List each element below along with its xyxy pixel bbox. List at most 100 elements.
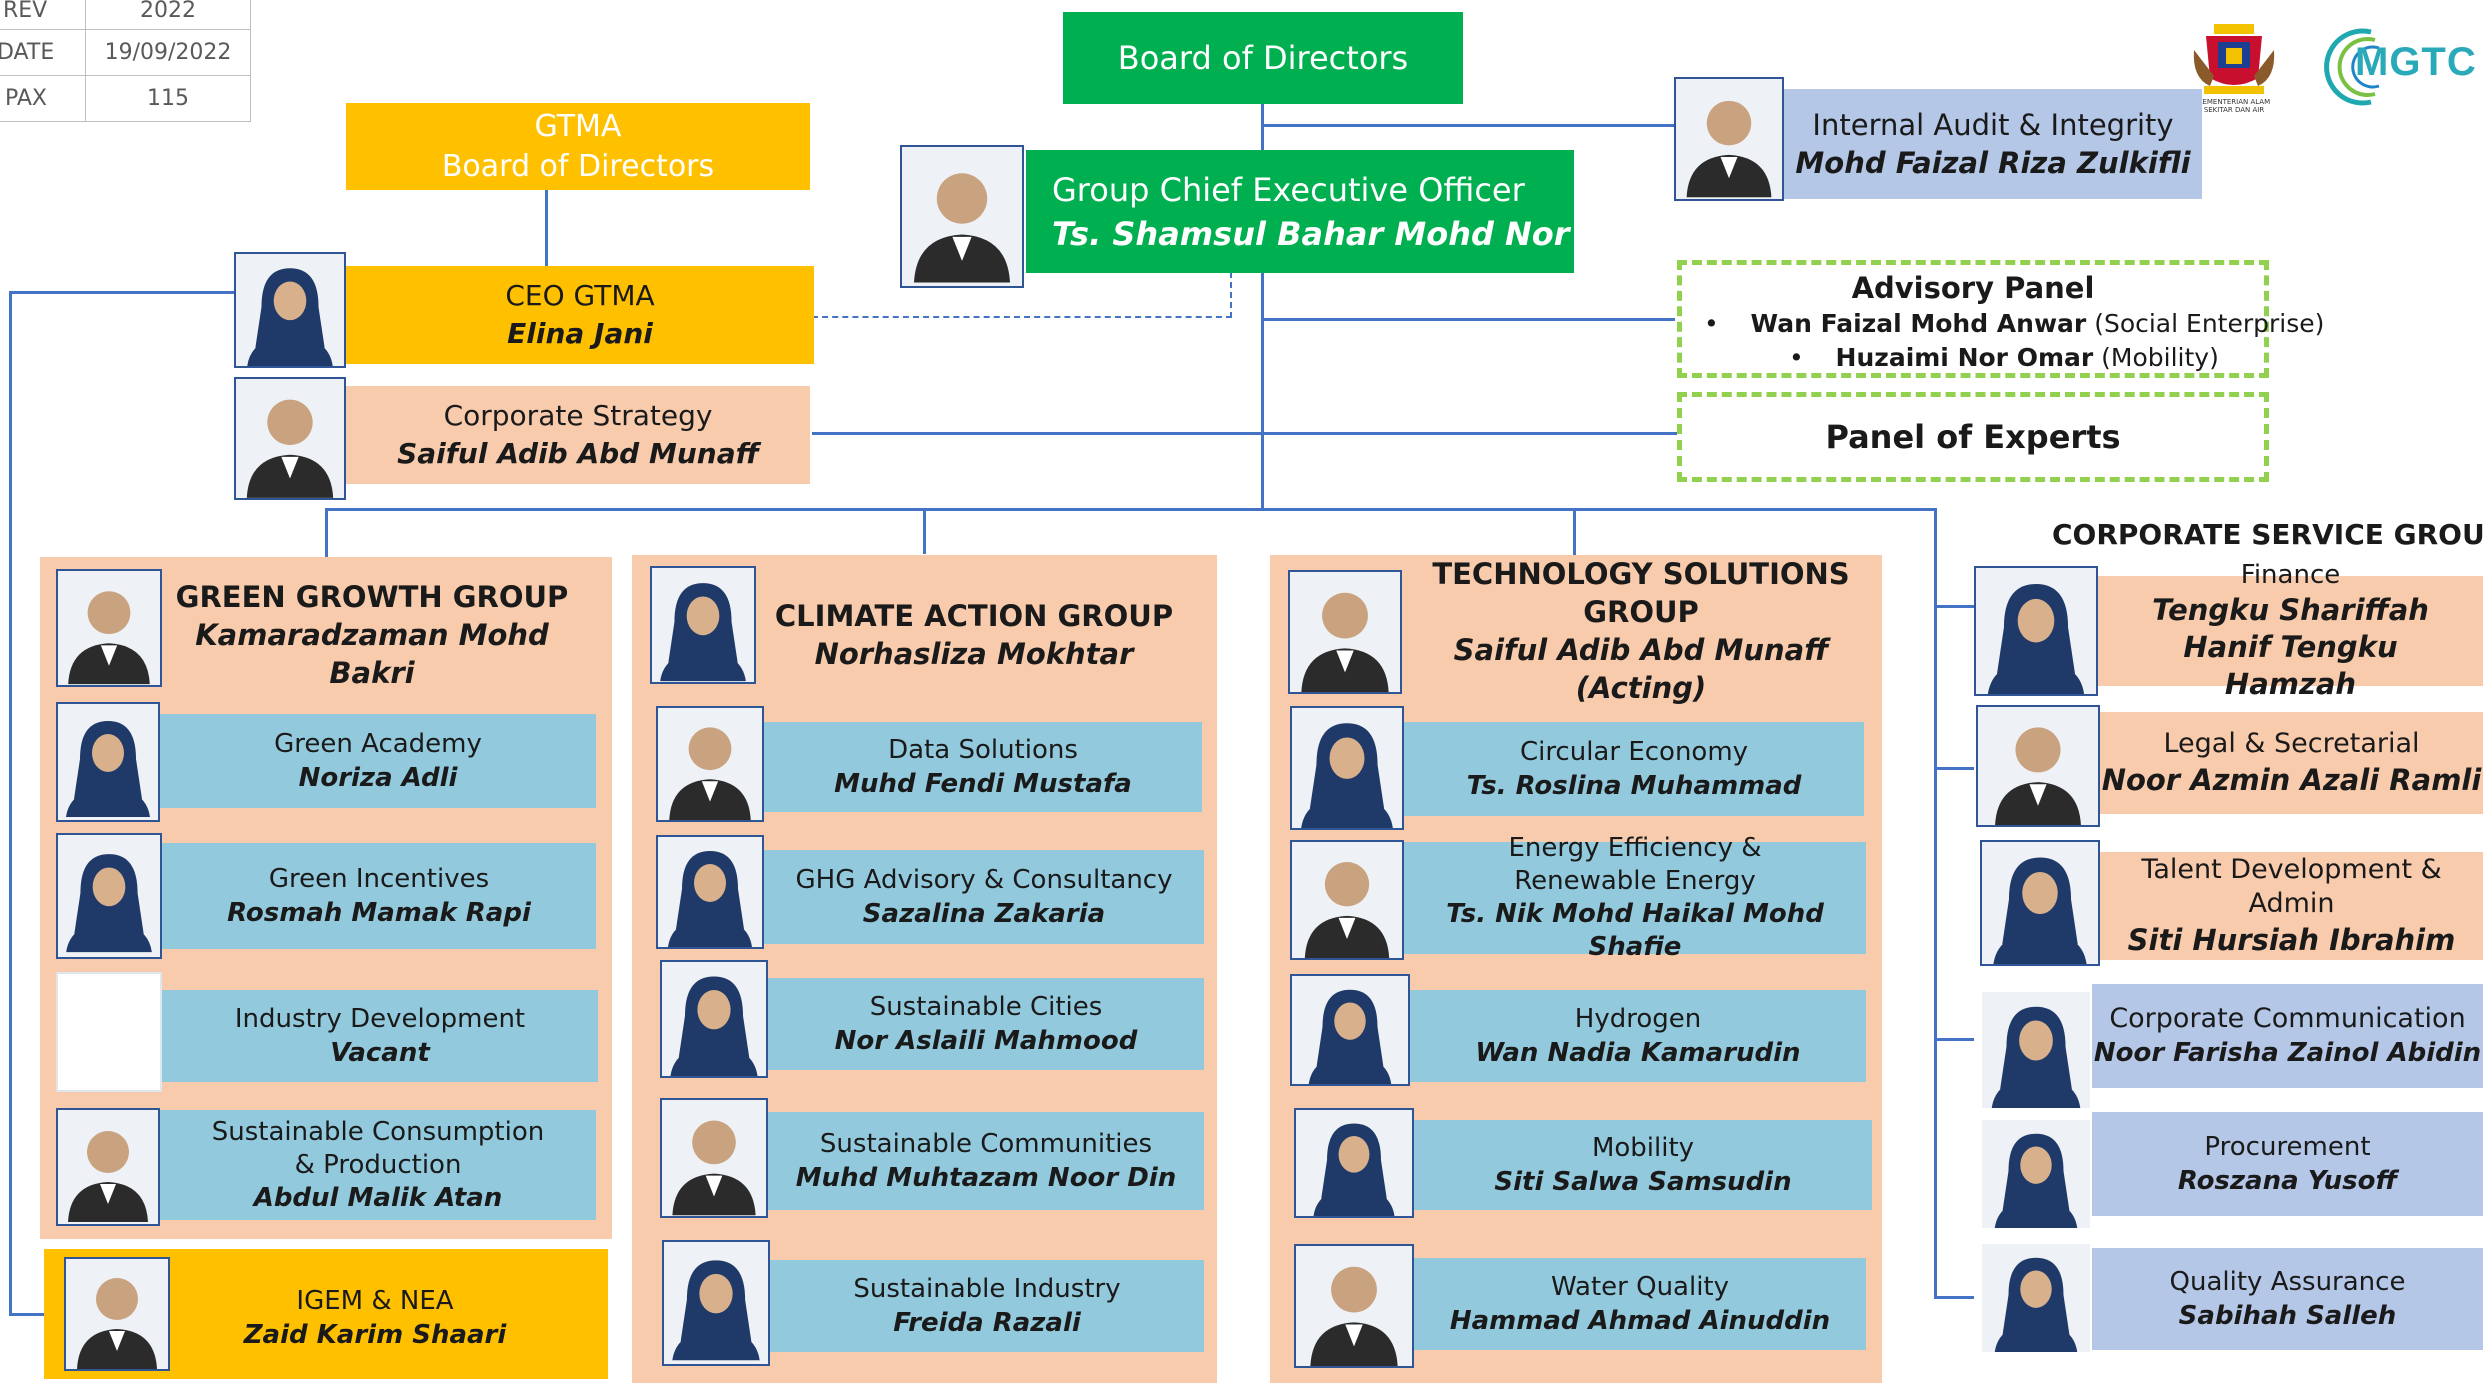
ministry-name-text: KEMENTERIAN ALAM SEKITAR DAN AIR [2197,98,2271,114]
internal-audit-photo [1674,77,1784,201]
eere-role: Energy Efficiency & Renewable Energy [1508,833,1762,896]
corp-comm-box: Corporate Communication Noor Farisha Zai… [2092,984,2483,1088]
talent-role: Talent Development & Admin [2141,854,2442,919]
green-academy-name: Noriza Adli [298,763,458,793]
water-quality-photo [1294,1244,1414,1368]
mobility-role: Mobility [1591,1133,1695,1163]
panel-of-experts-box: Panel of Experts [1677,392,2269,482]
sustainable-communities-box: Sustainable Communities Muhd Muhtazam No… [768,1112,1204,1210]
scp-role: Sustainable Consumption & Production [211,1116,545,1180]
ghg-photo [656,835,764,949]
corp-comm-photo [1980,990,2092,1110]
sustainable-cities-photo [660,960,768,1078]
finance-role: Finance [2240,560,2341,590]
advisory-member-1: • Wan Faizal Mohd Anwar (Social Enterpri… [1704,309,2325,338]
mgtc-wordmark: MGTC [2355,40,2477,84]
scp-photo [56,1108,160,1226]
sustainable-communities-role: Sustainable Communities [819,1129,1153,1159]
advisory-member-1-name: Wan Faizal Mohd Anwar [1750,309,2087,338]
sustainable-cities-name: Nor Aslaili Mahmood [834,1026,1138,1056]
gceo-photo [900,145,1024,288]
green-incentives-name: Rosmah Mamak Rapi [227,898,531,928]
quality-assurance-box: Quality Assurance Sabihah Salleh [2092,1248,2483,1350]
pax-value-cell: 115 [85,75,251,122]
internal-audit-name: Mohd Faizal Riza Zulkifli [1795,146,2191,180]
talent-name: Siti Hursiah Ibrahim [2127,923,2456,957]
mobility-box: Mobility Siti Salwa Samsudin [1414,1120,1872,1210]
legal-role: Legal & Secretarial [2163,728,2420,759]
ceo-gtma-name: Elina Jani [507,317,653,350]
data-solutions-name: Muhd Fendi Mustafa [834,769,1132,799]
corporate-strategy-role: Corporate Strategy [443,399,713,432]
procurement-name: Roszana Yusoff [2177,1166,2398,1196]
green-incentives-box: Green Incentives Rosmah Mamak Rapi [162,843,596,949]
procurement-photo [1980,1118,2092,1230]
gtma-board-box: GTMA Board of Directors [346,103,810,190]
sustainable-industry-name: Freida Razali [893,1308,1081,1338]
green-academy-photo [56,702,160,822]
igem-nea-name: Zaid Karim Shaari [243,1320,507,1350]
rev-value-cell: 2022 [85,0,251,30]
green-growth-header: GREEN GROWTH GROUP Kamaradzaman Mohd Bak… [162,580,582,690]
ceo-gtma-photo [234,252,346,368]
quality-assurance-photo [1980,1242,2092,1354]
board-of-directors-box: Board of Directors [1063,12,1463,104]
rev-label-cell: REV [0,0,86,30]
sustainable-industry-box: Sustainable Industry Freida Razali [770,1260,1204,1352]
green-growth-head-name: Kamaradzaman Mohd Bakri [195,618,549,690]
gceo-box: Group Chief Executive Officer Ts. Shamsu… [1026,150,1574,273]
sustainable-cities-box: Sustainable Cities Nor Aslaili Mahmood [768,978,1204,1070]
data-solutions-photo [656,706,764,822]
ceo-gtma-box: CEO GTMA Elina Jani [346,266,814,364]
eere-box: Energy Efficiency & Renewable Energy Ts.… [1404,833,1866,962]
climate-title: CLIMATE ACTION GROUP [774,599,1174,633]
gceo-name: Ts. Shamsul Bahar Mohd Nor [1052,214,1570,253]
tech-head-photo [1288,570,1402,694]
talent-box: Talent Development & Admin Siti Hursiah … [2100,852,2483,960]
procurement-box: Procurement Roszana Yusoff [2092,1112,2483,1216]
advisory-member-2: • Huzaimi Nor Omar (Mobility) [1789,343,2219,372]
ghg-role: GHG Advisory & Consultancy [795,865,1173,895]
advisory-member-2-name: Huzaimi Nor Omar [1835,343,2094,372]
sustainable-communities-name: Muhd Muhtazam Noor Din [795,1163,1177,1193]
water-quality-role: Water Quality [1550,1272,1730,1302]
climate-head-photo [650,566,756,684]
circular-economy-box: Circular Economy Ts. Roslina Muhammad [1404,722,1864,816]
quality-assurance-role: Quality Assurance [2169,1267,2406,1297]
hydrogen-photo [1290,974,1410,1086]
tech-title: TECHNOLOGY SOLUTIONS GROUP [1432,557,1850,629]
corporate-service-title: CORPORATE SERVICE GROUP [2052,518,2483,551]
tech-header: TECHNOLOGY SOLUTIONS GROUP Saiful Adib A… [1402,557,1880,705]
hydrogen-role: Hydrogen [1574,1004,1702,1034]
advisory-panel-box: Advisory Panel • Wan Faizal Mohd Anwar (… [1677,260,2324,378]
advisory-member-1-area: (Social Enterprise) [2086,309,2325,338]
circular-economy-name: Ts. Roslina Muhammad [1466,771,1802,801]
gceo-role: Group Chief Executive Officer [1052,170,1525,209]
panel-of-experts-label: Panel of Experts [1825,418,2121,456]
mobility-name: Siti Salwa Samsudin [1494,1167,1792,1197]
advisory-title: Advisory Panel [1851,271,2095,305]
sustainable-industry-role: Sustainable Industry [853,1274,1121,1304]
ghg-name: Sazalina Zakaria [862,899,1106,929]
sustainable-cities-role: Sustainable Cities [869,992,1103,1022]
green-incentives-role: Green Incentives [268,864,490,894]
ministry-crest-logo: KEMENTERIAN ALAM SEKITAR DAN AIR [2188,20,2280,114]
hydrogen-box: Hydrogen Wan Nadia Kamarudin [1410,990,1866,1082]
green-academy-box: Green Academy Noriza Adli [160,714,596,808]
mgtc-logo: MGTC [2315,22,2477,112]
water-quality-name: Hammad Ahmad Ainuddin [1449,1306,1831,1336]
scp-name: Abdul Malik Atan [253,1182,503,1213]
industry-development-name: Vacant [330,1038,430,1068]
circular-economy-photo [1290,706,1404,830]
corp-comm-role: Corporate Communication [2109,1003,2466,1034]
corp-comm-name: Noor Farisha Zainol Abidin [2093,1038,2482,1068]
pax-label-cell: PAX [0,75,86,122]
climate-head-name: Norhasliza Mokhtar [814,637,1134,671]
hydrogen-name: Wan Nadia Kamarudin [1475,1038,1801,1068]
legal-box: Legal & Secretarial Noor Azmin Azali Ram… [2100,712,2483,814]
data-solutions-box: Data Solutions Muhd Fendi Mustafa [764,722,1202,812]
ghg-box: GHG Advisory & Consultancy Sazalina Zaka… [764,850,1204,944]
internal-audit-box: Internal Audit & Integrity Mohd Faizal R… [1784,89,2202,199]
green-incentives-photo [56,833,162,959]
igem-nea-box: IGEM & NEA Zaid Karim Shaari [170,1268,580,1368]
